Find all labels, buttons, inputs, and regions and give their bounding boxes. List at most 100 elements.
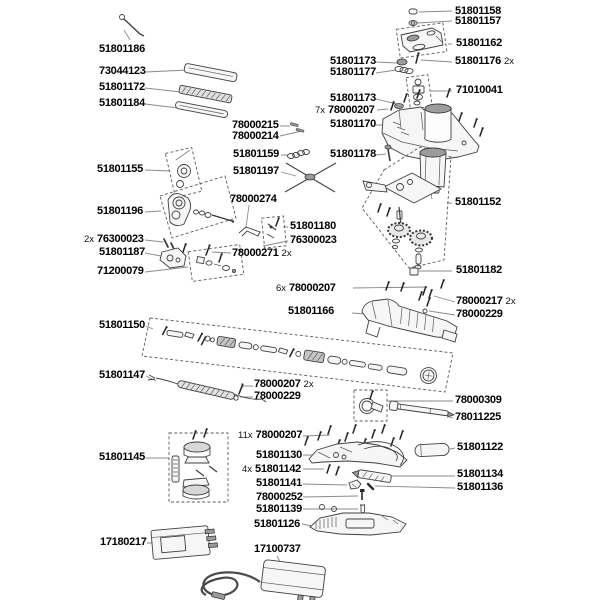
part-label-51801182: 51801182: [456, 264, 502, 276]
part-label-51801173-a: 51801173: [330, 55, 376, 67]
assembly-box-51801155: [164, 146, 203, 198]
assembly-box-51801180: [260, 215, 288, 249]
part-clutch-housing-51801166: [361, 298, 458, 343]
part-washer-78000229-left: [233, 395, 239, 401]
part-label-78000274: 78000274: [230, 193, 277, 205]
part-blade-guard-73044123: [183, 63, 238, 83]
part-label-51801180: 51801180: [290, 220, 336, 232]
part-label-51801187: 51801187: [99, 246, 145, 258]
part-washer-78000229-right: [422, 308, 428, 314]
part-label-51801141: 51801141: [256, 477, 302, 489]
part-screw-78000271: [205, 244, 211, 256]
part-pin-51801136: [366, 482, 375, 491]
part-washer-51801159: [287, 149, 310, 159]
part-label-71200079: 71200079: [97, 265, 144, 277]
part-label-51801196: 51801196: [97, 205, 143, 217]
assembly-box-78000309: [353, 389, 388, 422]
part-label-78000229-b: 78000229: [456, 308, 503, 320]
part-cap-51801158: [408, 8, 418, 15]
part-blade-51801184: [175, 101, 229, 118]
assembly-box-51801162: [395, 22, 448, 59]
part-label-73044123: 73044123: [99, 65, 146, 77]
part-label-51801178: 51801178: [330, 148, 376, 160]
part-label-78011225: 78011225: [455, 411, 501, 423]
assembly-box-51801152: [361, 146, 452, 270]
screws-51801142-4x: [326, 463, 341, 476]
part-label-51801197: 51801197: [233, 165, 279, 177]
part-grip-tube-51801122: [414, 442, 450, 458]
part-bushing-51801139: [360, 504, 366, 514]
part-lock-bar-51801134: [351, 469, 392, 483]
part-screw-51801178: [384, 144, 392, 162]
part-label-78000214: 78000214: [232, 130, 279, 142]
part-label-51801162: 51801162: [456, 37, 502, 49]
part-battery-17180217: [150, 525, 218, 560]
part-label-78000252: 78000252: [256, 491, 303, 503]
part-label-51801170: 51801170: [330, 118, 376, 130]
part-grommet-51801173-a: [396, 58, 408, 66]
part-grommet-51801173-b: [394, 103, 404, 109]
part-label-78000229-a: 78000229: [254, 390, 301, 402]
part-blade-51801172: [178, 85, 233, 104]
part-upper-handle-51801130: [308, 441, 408, 468]
assembly-box-51801196: [159, 175, 237, 239]
part-screw-51801176: [415, 52, 420, 64]
assembly-box-51801150: [141, 317, 454, 393]
part-screw-78000252: [360, 489, 365, 500]
part-label-51801172: 51801172: [99, 81, 145, 93]
part-wrench-78000274: [238, 226, 261, 237]
part-label-51801159: 51801159: [233, 148, 279, 160]
part-label-51801134: 51801134: [457, 468, 503, 480]
part-label-51801145: 51801145: [99, 451, 145, 463]
part-screw-78000207-2x: [238, 383, 244, 395]
part-charger-17100737: [200, 559, 326, 600]
part-label-51801139: 51801139: [256, 503, 302, 515]
assembly-box-51801145: [168, 427, 229, 503]
part-label-78000309: 78000309: [455, 394, 502, 406]
part-screw-78000217: [428, 288, 434, 299]
part-label-51801158: 51801158: [455, 5, 501, 17]
part-lower-handle-51801126: [309, 504, 407, 536]
part-gear-housing-51801170: [381, 103, 480, 162]
part-clip-51801141: [348, 479, 362, 490]
part-hex-key-51801186: [119, 14, 145, 37]
part-label-51801147: 51801147: [99, 369, 145, 381]
part-label-51801126: 51801126: [254, 518, 300, 530]
part-label-51801157: 51801157: [455, 15, 501, 27]
part-label-51801122: 51801122: [457, 441, 503, 453]
part-label-51801130: 51801130: [256, 449, 302, 461]
part-label-51801152: 51801152: [455, 196, 501, 208]
part-shaft-78011225: [388, 400, 455, 418]
part-label-51801173-b: 51801173: [330, 92, 376, 104]
part-flex-shaft-51801147: [147, 374, 267, 403]
part-label-71010041: 71010041: [456, 84, 503, 96]
part-label-51801166: 51801166: [288, 305, 334, 317]
part-pins-51801197: [284, 162, 337, 193]
part-label-17180217: 17180217: [100, 536, 147, 548]
part-nut-51801182: [409, 267, 419, 276]
part-spring-51801177: [394, 65, 414, 75]
part-label-51801155: 51801155: [97, 163, 143, 175]
part-label-78000215: 78000215: [232, 119, 279, 131]
assembly-box-71200079: [187, 244, 245, 282]
part-label-51801136: 51801136: [457, 481, 503, 493]
part-screws-78000215-78000214: [290, 122, 305, 133]
part-ring-51801157: [408, 20, 418, 26]
part-label-51801186: 51801186: [99, 43, 145, 55]
part-bracket-51801187: [159, 242, 188, 269]
part-label-76300023-b: 76300023: [290, 234, 337, 246]
part-label-51801150: 51801150: [99, 319, 145, 331]
part-label-51801184: 51801184: [99, 97, 145, 109]
part-label-17100737: 17100737: [254, 543, 301, 555]
